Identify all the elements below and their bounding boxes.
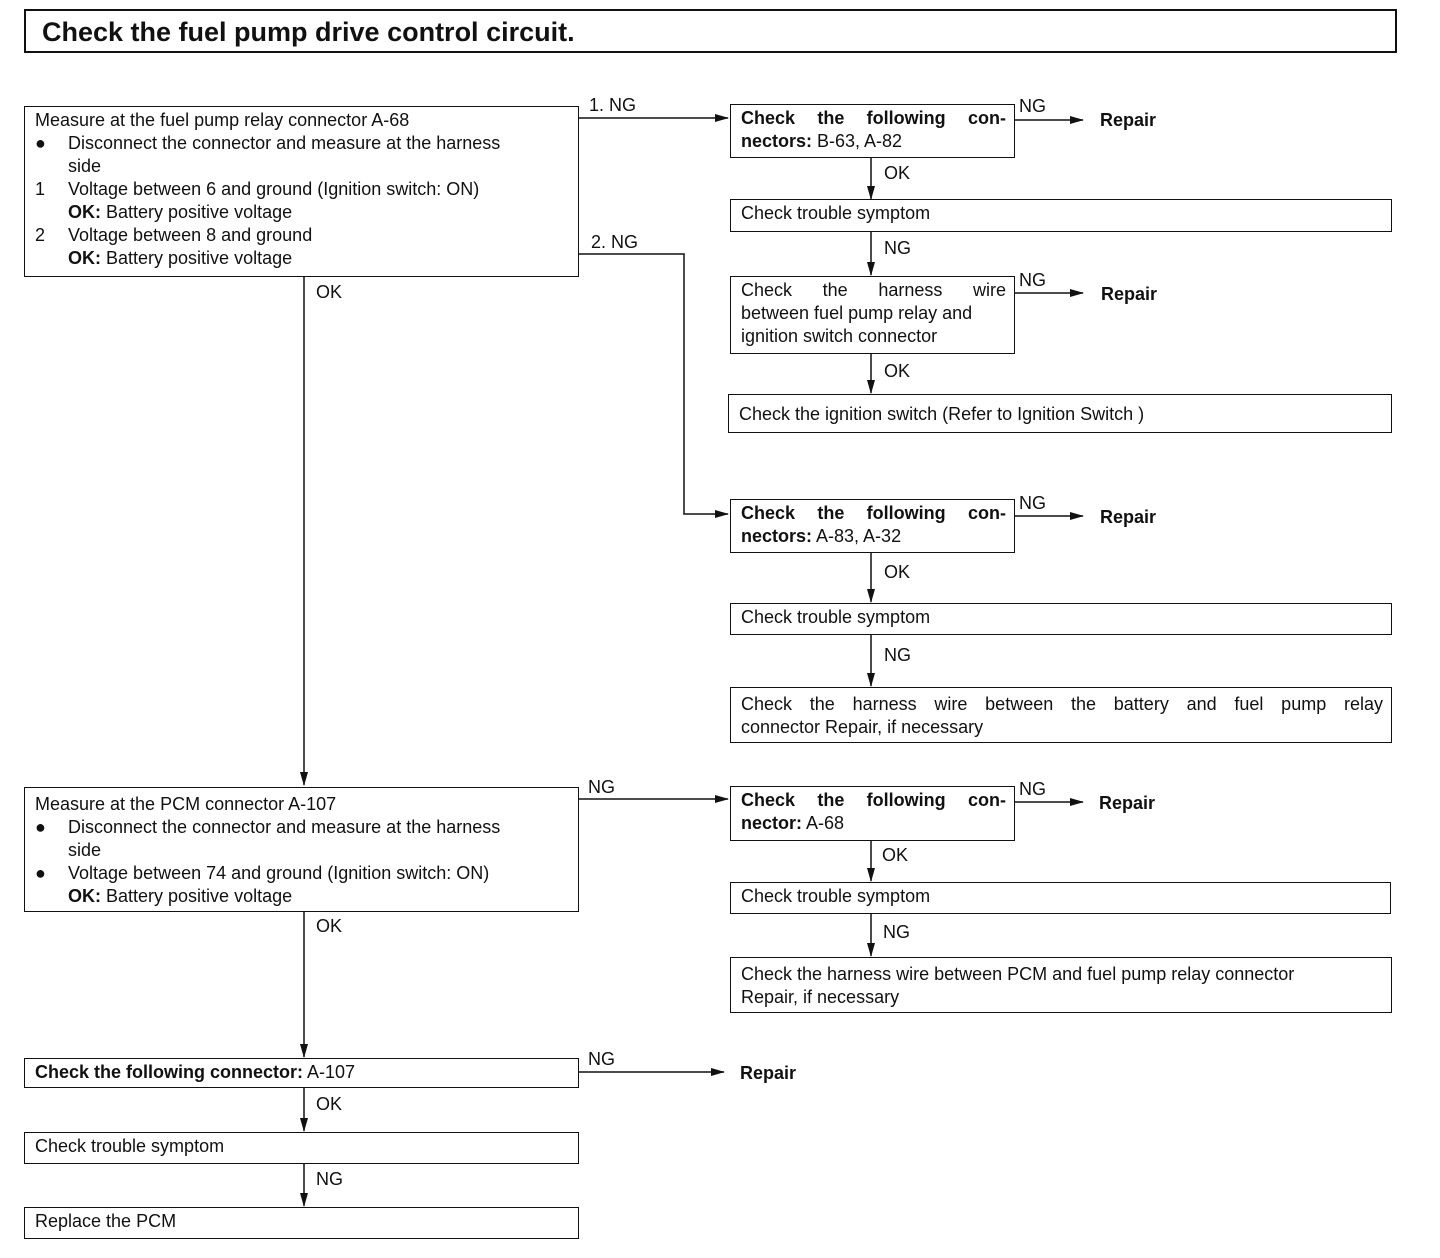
step-box-pcm-connector: Measure at the PCM connector A-107 ●Disc… — [24, 787, 579, 912]
label-bottom-ok: OK — [316, 1094, 343, 1114]
bullet-icon: ● — [35, 863, 46, 883]
step-box-trouble-symptom-bottom: Check trouble symptom — [24, 1132, 579, 1164]
step-box-relay-connector: Measure at the fuel pump relay connector… — [24, 106, 579, 277]
repair-r1c: Repair — [1101, 284, 1158, 304]
step-box-harness-ignition: Check the harness wire between fuel pump… — [730, 276, 1015, 354]
label-2-ng: 2. NG — [591, 232, 639, 252]
step-box-trouble-symptom-r2: Check trouble symptom — [730, 603, 1392, 635]
repair-r1a: Repair — [1100, 110, 1157, 130]
label-r3b-ng: NG — [883, 922, 910, 942]
step-box-harness-battery: Check the harness wire between the batte… — [730, 687, 1392, 743]
step-box-replace-pcm: Replace the PCM — [24, 1207, 579, 1239]
label-r1c-ok: OK — [884, 361, 911, 381]
repair-r2a: Repair — [1100, 507, 1157, 527]
step-box-harness-pcm: Check the harness wire between PCM and f… — [730, 957, 1392, 1013]
box1-bullet-cont: side — [68, 156, 102, 176]
label-r1a-ng: NG — [1019, 96, 1046, 116]
bullet-icon: ● — [35, 133, 46, 153]
label-box2-ng: NG — [588, 777, 615, 797]
box1-bullet: ●Disconnect the connector and measure at… — [35, 133, 501, 153]
step-box-check-connector-a107: Check the following connector: A-107 — [24, 1058, 579, 1088]
step-box-trouble-symptom-r3: Check trouble symptom — [730, 882, 1391, 914]
label-r2a-ng: NG — [1019, 493, 1046, 513]
label-bottom-ng2: NG — [316, 1169, 343, 1189]
box2-heading: Measure at the PCM connector A-107 — [35, 794, 337, 814]
step-box-ignition-switch: Check the ignition switch (Refer to Igni… — [728, 394, 1392, 433]
label-r2b-ng: NG — [884, 645, 911, 665]
label-r3a-ng: NG — [1019, 779, 1046, 799]
label-r3a-ok: OK — [882, 845, 909, 865]
box1-heading: Measure at the fuel pump relay connector… — [35, 110, 410, 130]
page-title-box: Check the fuel pump drive control circui… — [24, 9, 1397, 53]
box2-bullet1: ●Disconnect the connector and measure at… — [35, 817, 501, 837]
label-box1-ok: OK — [316, 282, 343, 302]
arrow-box1-ng2 — [578, 253, 729, 518]
label-box2-ok: OK — [316, 916, 343, 936]
label-r1b-ng: NG — [884, 238, 911, 258]
step-box-check-connectors-a83: Check the following con- nectors: A-83, … — [730, 499, 1015, 553]
repair-r3a: Repair — [1099, 793, 1156, 813]
repair-bottom: Repair — [740, 1063, 797, 1083]
step-box-check-connector-a68: Check the following con- nector: A-68 — [730, 786, 1015, 841]
label-1-ng: 1. NG — [589, 95, 637, 115]
label-bottom-ng: NG — [588, 1049, 615, 1069]
label-r1c-ng: NG — [1019, 270, 1046, 290]
bullet-icon: ● — [35, 817, 46, 837]
box2-bullet2: ●Voltage between 74 and ground (Ignition… — [35, 863, 490, 883]
label-r2a-ok: OK — [884, 562, 911, 582]
label-r1a-ok: OK — [884, 163, 911, 183]
box1-item2-ok: OK: Battery positive voltage — [68, 248, 293, 268]
step-box-trouble-symptom-r1: Check trouble symptom — [730, 199, 1392, 232]
box1-item1-ok: OK: Battery positive voltage — [68, 202, 293, 222]
box2-ok: OK: Battery positive voltage — [68, 886, 293, 906]
page-title: Check the fuel pump drive control circui… — [42, 17, 575, 47]
step-box-check-connectors-b63: Check the following con- nectors: B-63, … — [730, 104, 1015, 158]
box2-bullet1-cont: side — [68, 840, 102, 860]
